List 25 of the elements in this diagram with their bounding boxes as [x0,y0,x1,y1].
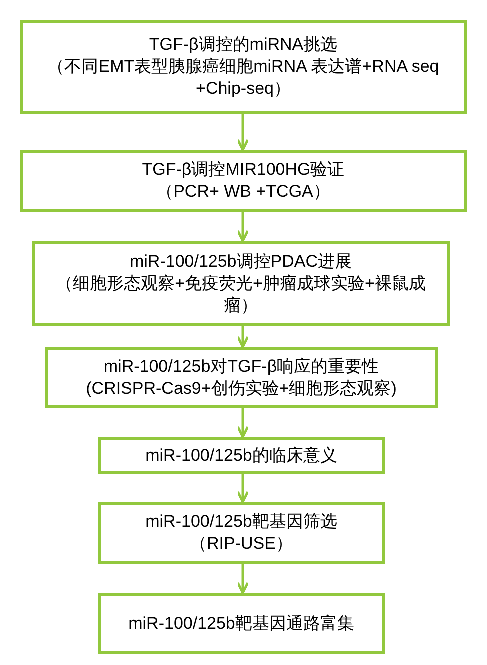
step-title: miR-100/125b的临床意义 [146,444,338,466]
process-box [45,347,438,408]
step-title: TGF-β调控MIR100HG验证 [142,159,345,181]
process-box [32,241,450,326]
step-title: TGF-β调控的miRNA挑选 [149,34,338,56]
step-title: miR-100/125b靶基因通路富集 [128,612,354,634]
method-text: （PCR+ WB +TCGA） [156,181,330,203]
step-title: miR-100/125b对TGF-β响应的重要性 [104,356,380,378]
process-box [98,593,385,654]
method-text: （RIP-USE） [190,533,293,555]
method-text: （细胞形态观察+免疫荧光+肿瘤成球实验+裸鼠成瘤） [55,272,427,316]
method-text: （不同EMT表型胰腺癌细胞miRNA 表达谱+RNA seq +Chip-seq） [46,56,440,100]
arrow [236,408,250,438]
arrow [236,114,250,152]
process-box [98,502,385,564]
step-title: miR-100/125b调控PDAC进展 [130,250,352,272]
process-box [98,437,385,474]
arrow [236,474,250,504]
step-title: miR-100/125b靶基因筛选 [146,511,338,533]
process-box [20,150,467,212]
arrow [236,212,250,242]
arrow [236,326,250,348]
process-box [20,20,467,114]
arrow [236,564,250,594]
method-text: (CRISPR-Cas9+创伤实验+细胞形态观察) [86,378,397,400]
